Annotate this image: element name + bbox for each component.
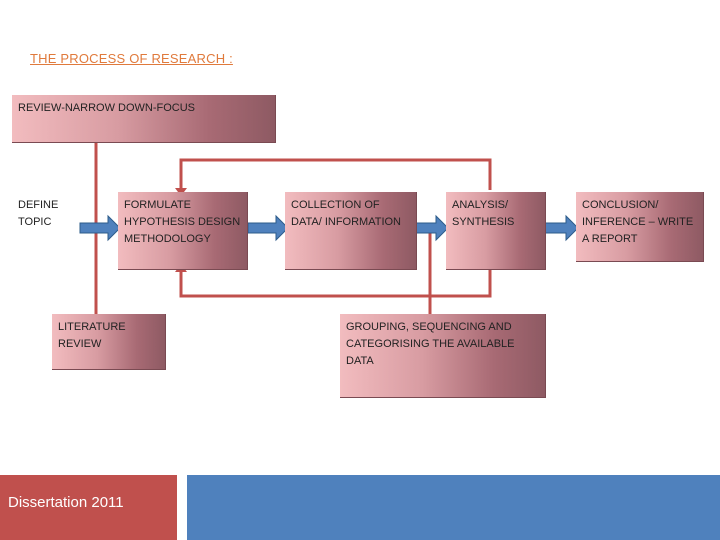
- box-review: REVIEW-NARROW DOWN-FOCUS: [12, 95, 276, 143]
- box-conclusion-label: CONCLUSION/ INFERENCE – WRITE A REPORT: [582, 199, 694, 245]
- box-collection: COLLECTION OF DATA/ INFORMATION: [285, 192, 417, 270]
- footer-text: Dissertation 2011: [8, 494, 124, 511]
- box-formulate: FORMULATE HYPOTHESIS DESIGN METHODOLOGY: [118, 192, 248, 270]
- box-literature-review: LITERATURE REVIEW: [52, 314, 166, 370]
- arrow-define-to-formulate: [79, 214, 121, 242]
- arrow-analysis-to-conclusion: [544, 214, 579, 242]
- slide-title: THE PROCESS OF RESEARCH :: [30, 51, 233, 66]
- arrow-formulate-to-collection: [247, 214, 289, 242]
- box-collection-label: COLLECTION OF DATA/ INFORMATION: [291, 199, 401, 228]
- box-grouping-label: GROUPING, SEQUENCING AND CATEGORISING TH…: [346, 321, 515, 367]
- top-feedback-line: [179, 158, 492, 190]
- footer-right-band: [187, 475, 720, 540]
- box-define-topic-label: DEFINE TOPIC: [18, 199, 59, 228]
- box-review-label: REVIEW-NARROW DOWN-FOCUS: [18, 102, 196, 114]
- box-literature-review-label: LITERATURE REVIEW: [58, 321, 126, 350]
- arrow-collection-to-analysis: [414, 214, 449, 242]
- box-grouping: GROUPING, SEQUENCING AND CATEGORISING TH…: [340, 314, 546, 398]
- footer-left-band: [0, 475, 177, 540]
- box-define-topic: DEFINE TOPIC: [12, 192, 78, 242]
- bottom-feedback-line: [179, 270, 492, 298]
- box-analysis: ANALYSIS/ SYNTHESIS: [446, 192, 546, 270]
- box-formulate-label: FORMULATE HYPOTHESIS DESIGN METHODOLOGY: [124, 199, 241, 245]
- box-analysis-label: ANALYSIS/ SYNTHESIS: [452, 199, 515, 228]
- box-conclusion: CONCLUSION/ INFERENCE – WRITE A REPORT: [576, 192, 704, 262]
